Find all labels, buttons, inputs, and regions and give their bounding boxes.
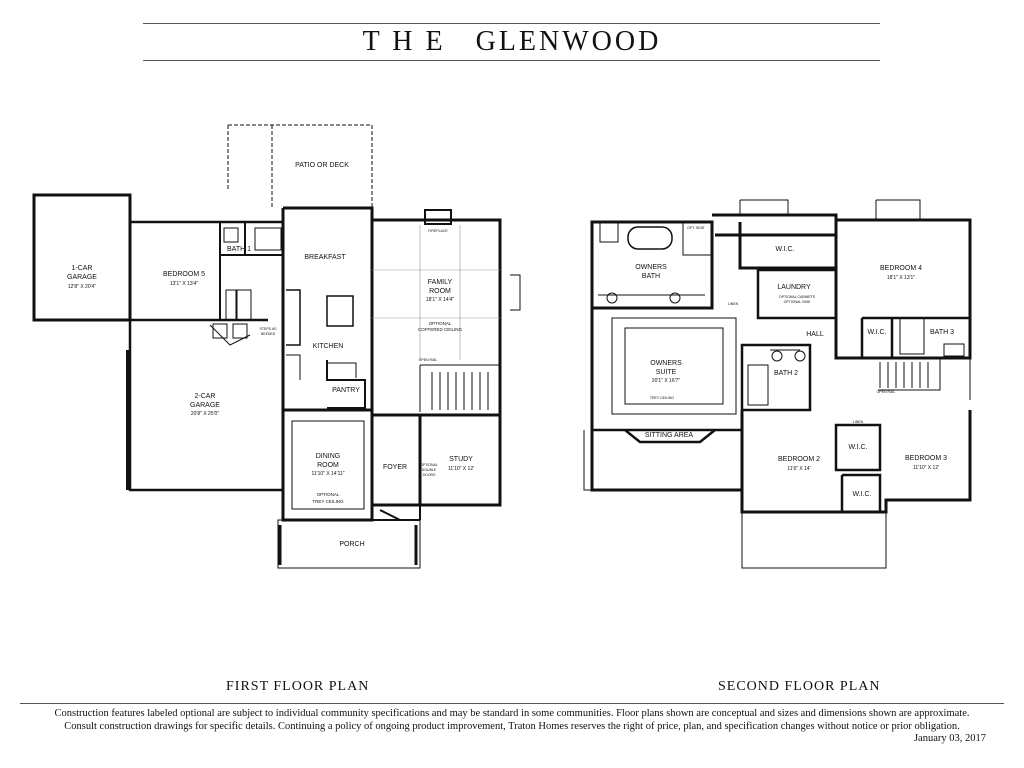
plan-date: January 03, 2017 <box>913 733 986 744</box>
first-floor-plan-label: FIRST FLOOR PLAN <box>226 679 370 694</box>
dining-room-name-line1: DINING <box>316 453 341 460</box>
linen-1-label: LINEN <box>728 302 739 306</box>
steps-note-line1: STEPS AS <box>260 327 278 331</box>
owners-suite-name-line1: OWNERS <box>650 360 682 367</box>
second-floor-plan-label: SECOND FLOOR PLAN <box>718 679 881 694</box>
family-room-name-line2: ROOM <box>429 288 451 295</box>
kitchen-name: KITCHEN <box>313 343 344 350</box>
owners-bath-walls <box>590 220 714 310</box>
wic-low-name: W.I.C. <box>852 491 871 498</box>
study-foyer-walls <box>372 413 502 507</box>
second-floor-plan <box>583 199 972 569</box>
bedroom-2-dims: 11'6" X 14' <box>787 466 810 472</box>
family-note-line1: OPTIONAL <box>429 321 452 326</box>
study-note-line2: DOUBLE <box>422 468 437 472</box>
laundry-note-line2: OPTIONAL SINK <box>784 300 811 304</box>
disclaimer-line-1: Construction features labeled optional a… <box>54 708 970 719</box>
bedroom-2-name: BEDROOM 2 <box>778 456 820 463</box>
laundry-note-line1: OPTIONAL CABINETS <box>779 295 816 299</box>
steps-note-line2: NEEDED <box>261 332 276 336</box>
wic-mid-name: W.I.C. <box>848 444 867 451</box>
porch-outline <box>277 519 421 569</box>
dining-room-dims: 11'10" X 14'11" <box>311 471 344 477</box>
second-floor-labels: OWNERS BATH OPT. SEAT W.I.C. LINEN LAUND… <box>635 226 954 498</box>
hall-name: HALL <box>806 331 824 338</box>
owners-bath-name-line1: OWNERS <box>635 264 667 271</box>
sf-open-rail: OPEN RAIL <box>877 390 896 394</box>
laundry-walls <box>756 268 838 320</box>
foyer-name: FOYER <box>383 464 407 471</box>
owners-suite-dims: 20'1" X 16'7" <box>652 378 680 384</box>
pantry-name: PANTRY <box>332 387 360 394</box>
patio-name: PATIO OR DECK <box>295 162 349 169</box>
bedroom-3-dims: 11'10" X 12' <box>913 465 939 471</box>
garage-2-name-line1: 2-CAR <box>194 393 215 400</box>
page-title: T H E GLENWOOD <box>362 26 662 57</box>
porch-name: PORCH <box>339 541 364 548</box>
breakfast-name: BREAKFAST <box>304 254 346 261</box>
bedroom-4-walls <box>834 218 972 360</box>
footer-rule <box>20 703 1004 704</box>
laundry-name: LAUNDRY <box>777 284 811 291</box>
family-room-name-line1: FAMILY <box>428 279 453 286</box>
patio-outline <box>227 124 373 208</box>
dining-note-line1: OPTIONAL <box>317 492 340 497</box>
bedroom-5-name: BEDROOM 5 <box>163 271 205 278</box>
study-name: STUDY <box>449 456 473 463</box>
study-note-line3: DOORS <box>423 473 437 477</box>
bedroom-5-dims: 13'1" X 13'4" <box>170 281 198 287</box>
owners-suite-name-line2: SUITE <box>656 369 677 376</box>
bath-1-name: BATH 1 <box>227 246 251 253</box>
disclaimer: Construction features labeled optional a… <box>20 707 1004 733</box>
bedrooms-2-3-walls <box>740 410 972 514</box>
garage-2-dims: 20'8" X 25'0" <box>191 411 219 417</box>
bedroom-4-dims: 18'1" X 13'1" <box>887 275 915 281</box>
disclaimer-line-2: Consult construction drawings for specif… <box>64 721 960 732</box>
dining-room-name-line2: ROOM <box>317 462 339 469</box>
garage-1-name-line2: GARAGE <box>67 274 97 281</box>
first-floor-plan <box>32 124 521 569</box>
owners-bath-name-line2: BATH <box>642 273 660 280</box>
bedroom-4-name: BEDROOM 4 <box>880 265 922 272</box>
first-floor-labels: 1-CAR GARAGE 12'8" X 20'4" 2-CAR GARAGE … <box>67 162 474 548</box>
garage-1-name-line1: 1-CAR <box>71 265 92 272</box>
bath-2-walls <box>740 343 812 412</box>
sitting-area-name: SITTING AREA <box>645 432 694 439</box>
study-note-line1: OPTIONAL <box>420 463 438 467</box>
wic-b4-name: W.I.C. <box>867 329 886 336</box>
garage-2-name-line2: GARAGE <box>190 402 220 409</box>
study-dims: 11'10" X 12' <box>448 466 474 472</box>
family-note-line2: COFFERED CEILING <box>418 327 463 332</box>
bath-2-name: BATH 2 <box>774 370 798 377</box>
dining-note-line2: TREY CEILING <box>312 499 344 504</box>
opt-seat-label: OPT. SEAT <box>687 226 705 230</box>
garage-1-car-walls <box>32 193 132 322</box>
wic-walls <box>712 213 838 270</box>
suite-note: TREY CEILING <box>650 396 675 400</box>
bedroom-3-name: BEDROOM 3 <box>905 455 947 462</box>
bath-3-name: BATH 3 <box>930 329 954 336</box>
title-rule-top <box>143 23 880 24</box>
floor-plan-drawing: 1-CAR GARAGE 12'8" X 20'4" 2-CAR GARAGE … <box>32 124 972 569</box>
title-rule-bottom <box>143 60 880 61</box>
wic-top-name: W.I.C. <box>775 246 794 253</box>
fireplace-label: FIREPLACE <box>428 229 448 233</box>
family-room-dims: 18'1" X 14'4" <box>426 297 454 303</box>
linen-2-label: LINEN <box>853 420 864 424</box>
garage-1-dims: 12'8" X 20'4" <box>68 284 96 290</box>
ff-open-rail: OPEN RAIL <box>419 358 438 362</box>
